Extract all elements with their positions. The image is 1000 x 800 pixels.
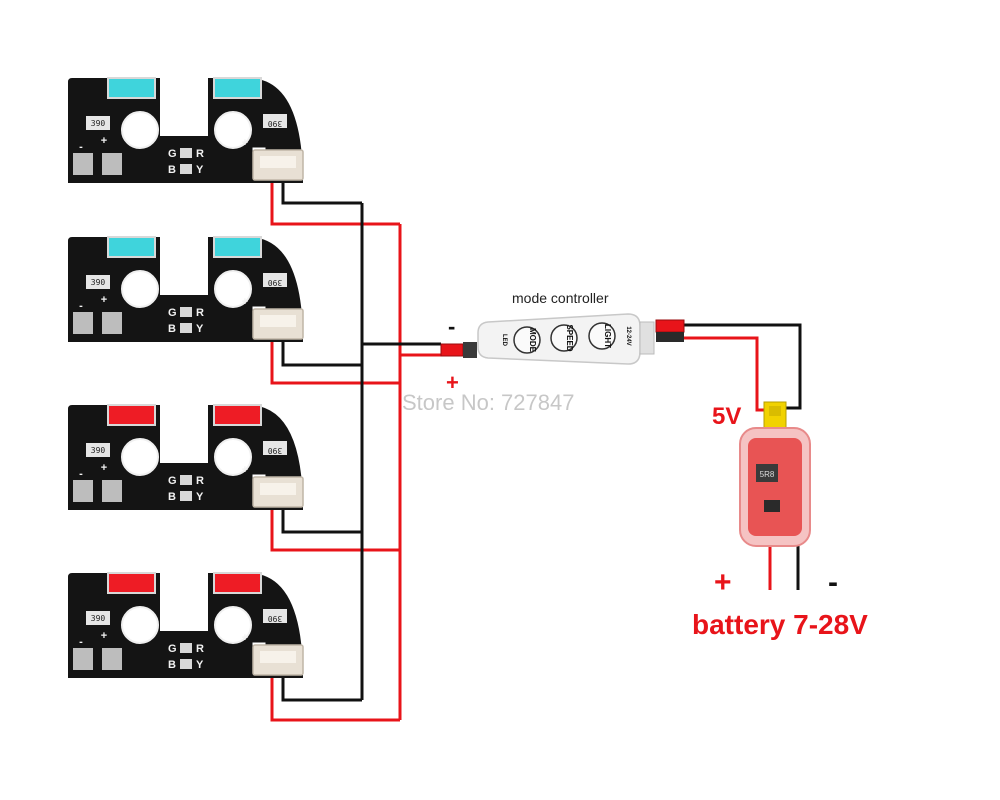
red-wire-board-4: [270, 673, 400, 722]
controller-black-out: [684, 323, 802, 410]
silk-plus-left: +: [101, 462, 107, 474]
pad-label-g: G: [168, 307, 177, 319]
controller-red-out: [684, 336, 764, 412]
voltage-label: 12-24V: [625, 326, 631, 345]
controller-input-minus: -: [448, 314, 455, 339]
silk-minus-left: -: [79, 141, 83, 153]
pad-label-y: Y: [196, 164, 204, 176]
resistor-right-code: 390: [268, 119, 283, 128]
silk-plus-right: +: [242, 296, 248, 308]
red-wire-board-3: [270, 505, 400, 552]
battery-plus: +: [714, 566, 732, 599]
pad-label-y: Y: [196, 491, 204, 503]
controller-right-cap: [639, 321, 655, 355]
mode-button[interactable]: [513, 326, 541, 354]
controller-input-housing: [463, 342, 477, 358]
silk-plus-left: +: [101, 630, 107, 642]
red-wire-board-2: [270, 337, 400, 385]
pcb-graphic: [67, 77, 304, 184]
silk-plus-left: +: [101, 294, 107, 306]
speed-button-label: SPEED: [565, 324, 574, 351]
silk-minus-left: -: [79, 300, 83, 312]
pad-label-r: R: [196, 475, 204, 487]
pad-label-y: Y: [196, 659, 204, 671]
led-board-2: 390 390 + - + GB RY: [67, 236, 304, 343]
output-voltage-label: 5V: [712, 403, 741, 430]
pad-label-r: R: [196, 148, 204, 160]
led-board-3: 390 390 + - + GB RY: [67, 404, 304, 511]
black-wire-board-2: [281, 337, 362, 367]
bec-regulator: 5V 5R8 + - battery 7-28V: [692, 401, 868, 640]
pad-label-g: G: [168, 475, 177, 487]
pad-label-g: G: [168, 643, 177, 655]
resistor-right-code: 390: [268, 446, 283, 455]
pcb-graphic: [67, 236, 304, 343]
battery-minus: -: [828, 566, 838, 599]
xt-connector-inner: [769, 406, 781, 416]
controller-output-housing: [656, 332, 684, 342]
led-board-1: 390 390 + - + GB RY: [67, 77, 304, 184]
pad-label-g: G: [168, 148, 177, 160]
led-port-label: LED: [501, 334, 507, 347]
mode-controller: mode controller MODE SPEED LIGHT LED 12-…: [440, 290, 685, 395]
pad-label-r: R: [196, 643, 204, 655]
silk-plus-right: +: [242, 464, 248, 476]
light-button[interactable]: [588, 322, 616, 350]
store-watermark: Store No: 727847: [402, 390, 574, 415]
silk-minus-left: -: [79, 468, 83, 480]
resistor-right-code: 390: [268, 614, 283, 623]
led-board-4: 390 390 + - + GB RY: [67, 572, 304, 679]
pcb-graphic: [67, 404, 304, 511]
controller-title: mode controller: [512, 290, 609, 306]
wiring: [270, 178, 802, 722]
silk-minus-left: -: [79, 636, 83, 648]
regulator-inductor: [756, 464, 778, 482]
battery-voltage-label: battery 7-28V: [692, 609, 868, 640]
red-wire-board-1: [270, 178, 400, 226]
regulator-board: [748, 438, 802, 536]
black-wire-board-3: [281, 505, 362, 534]
controller-input-plus: +: [446, 370, 459, 395]
pad-label-r: R: [196, 307, 204, 319]
resistor-left-code: 390: [91, 119, 106, 128]
pcb-graphic: [67, 572, 304, 679]
light-button-label: LIGHT: [603, 324, 612, 348]
regulator-ic: [764, 500, 780, 512]
speed-button[interactable]: [550, 324, 578, 352]
resistor-left-code: 390: [91, 446, 106, 455]
black-wire-board-4: [281, 673, 362, 702]
pad-label-b: B: [168, 659, 176, 671]
black-wire-board-1: [281, 178, 362, 205]
pad-label-b: B: [168, 491, 176, 503]
resistor-right-code: 390: [268, 278, 283, 287]
regulator-chip-label: 5R8: [760, 470, 775, 479]
pad-label-b: B: [168, 164, 176, 176]
resistor-left-code: 390: [91, 278, 106, 287]
controller-output-plug: [655, 319, 685, 333]
resistor-left-code: 390: [91, 614, 106, 623]
controller-input-plug: [440, 343, 464, 357]
pad-label-b: B: [168, 323, 176, 335]
silk-plus-left: +: [101, 135, 107, 147]
pad-label-y: Y: [196, 323, 204, 335]
mode-button-label: MODE: [528, 328, 537, 353]
silk-plus-right: +: [242, 632, 248, 644]
silk-plus-right: +: [242, 137, 248, 149]
